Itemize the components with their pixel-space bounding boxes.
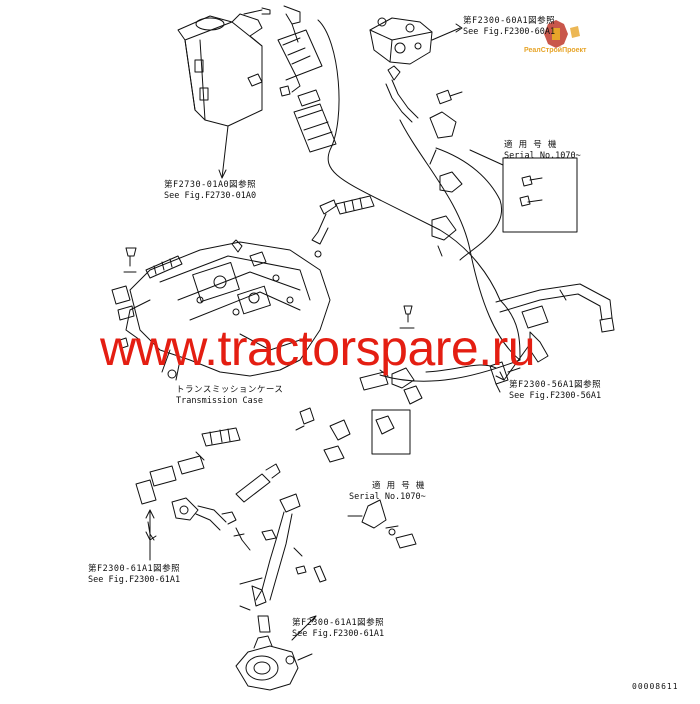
leader-arrow: [218, 169, 227, 179]
serial-label-1-en: Serial No.1070~: [504, 151, 581, 161]
pipe-valve-down: [385, 65, 463, 165]
callout-bottom-center-en: See Fig.F2300-61A1: [292, 629, 385, 639]
filter-housing: [177, 13, 263, 127]
callout-left-bottom-en: See Fig.F2300-61A1: [88, 575, 181, 585]
pipe-lower: [135, 427, 327, 633]
fittings-left-lower: [145, 497, 237, 541]
callout-left-bottom-jp: 第F2300-61A1図参照: [88, 564, 181, 574]
company-logo: [544, 20, 580, 48]
callout-top-right-jp: 第F2300-60A1図参照: [463, 16, 556, 26]
callout-left-top-jp: 第F2730-01A0図参照: [164, 180, 257, 190]
clamp-center: [295, 305, 423, 463]
serial-label-1-jp: 適 用 号 機: [504, 140, 557, 150]
hose-lines: [317, 19, 521, 382]
bolt-group-left: [111, 247, 183, 349]
pipe-right: [359, 283, 615, 393]
valve-block: [369, 17, 463, 65]
drawing-number: 00008611: [632, 682, 679, 691]
callout-bottom-center-jp: 第F2300-61A1図参照: [292, 618, 385, 628]
transmission-case: [125, 239, 331, 381]
callout-right-mid-en: See Fig.F2300-56A1: [509, 391, 602, 401]
serial-label-2-jp: 適 用 号 機: [372, 481, 425, 491]
transmission-label-en: Transmission Case: [176, 396, 263, 406]
callout-right-mid-jp: 第F2300-56A1図参照: [509, 380, 602, 390]
callout-top-right-en: See Fig.F2300-60A1: [463, 27, 556, 37]
clamp-upper: [431, 171, 463, 257]
serial-label-2-en: Serial No.1070~: [349, 492, 426, 502]
leader-line: [221, 125, 229, 179]
leader-lines: [145, 343, 531, 561]
serial-box-top: [469, 149, 578, 233]
watermark: www.tractorspare.ru: [100, 320, 536, 376]
transmission-label-jp: トランスミッションケース: [176, 385, 284, 395]
logo-text: РеалСтройПроект: [524, 47, 587, 54]
bolt-group-top: [243, 5, 337, 153]
hose-fitting-center: [311, 195, 375, 258]
pump-assembly: [235, 615, 317, 691]
bracket-lower-right: [347, 499, 417, 549]
callout-left-top-en: See Fig.F2730-01A0: [164, 191, 257, 201]
